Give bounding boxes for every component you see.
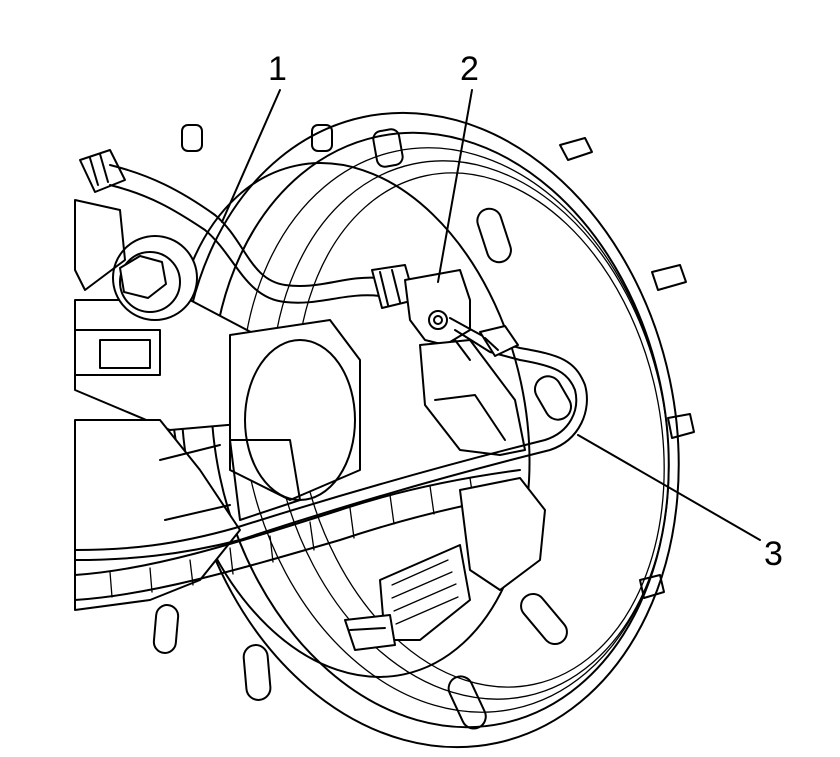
leader-line-3 xyxy=(577,434,761,541)
leader-line-1 xyxy=(221,89,281,223)
abs-sensor-bracket xyxy=(404,269,526,456)
wheel-studs xyxy=(559,137,695,599)
leader-line-2 xyxy=(437,89,473,283)
callout-3: 3 xyxy=(764,535,783,573)
callout-1: 1 xyxy=(268,50,287,88)
rotor-slots xyxy=(152,124,572,730)
knuckle-bolt xyxy=(112,235,198,321)
callout-2: 2 xyxy=(460,50,479,88)
brake-hose xyxy=(109,164,416,309)
lower-spring-component xyxy=(344,477,546,651)
leader-lines xyxy=(221,89,761,541)
axle-housing xyxy=(74,299,361,611)
upper-fitting xyxy=(74,149,126,291)
